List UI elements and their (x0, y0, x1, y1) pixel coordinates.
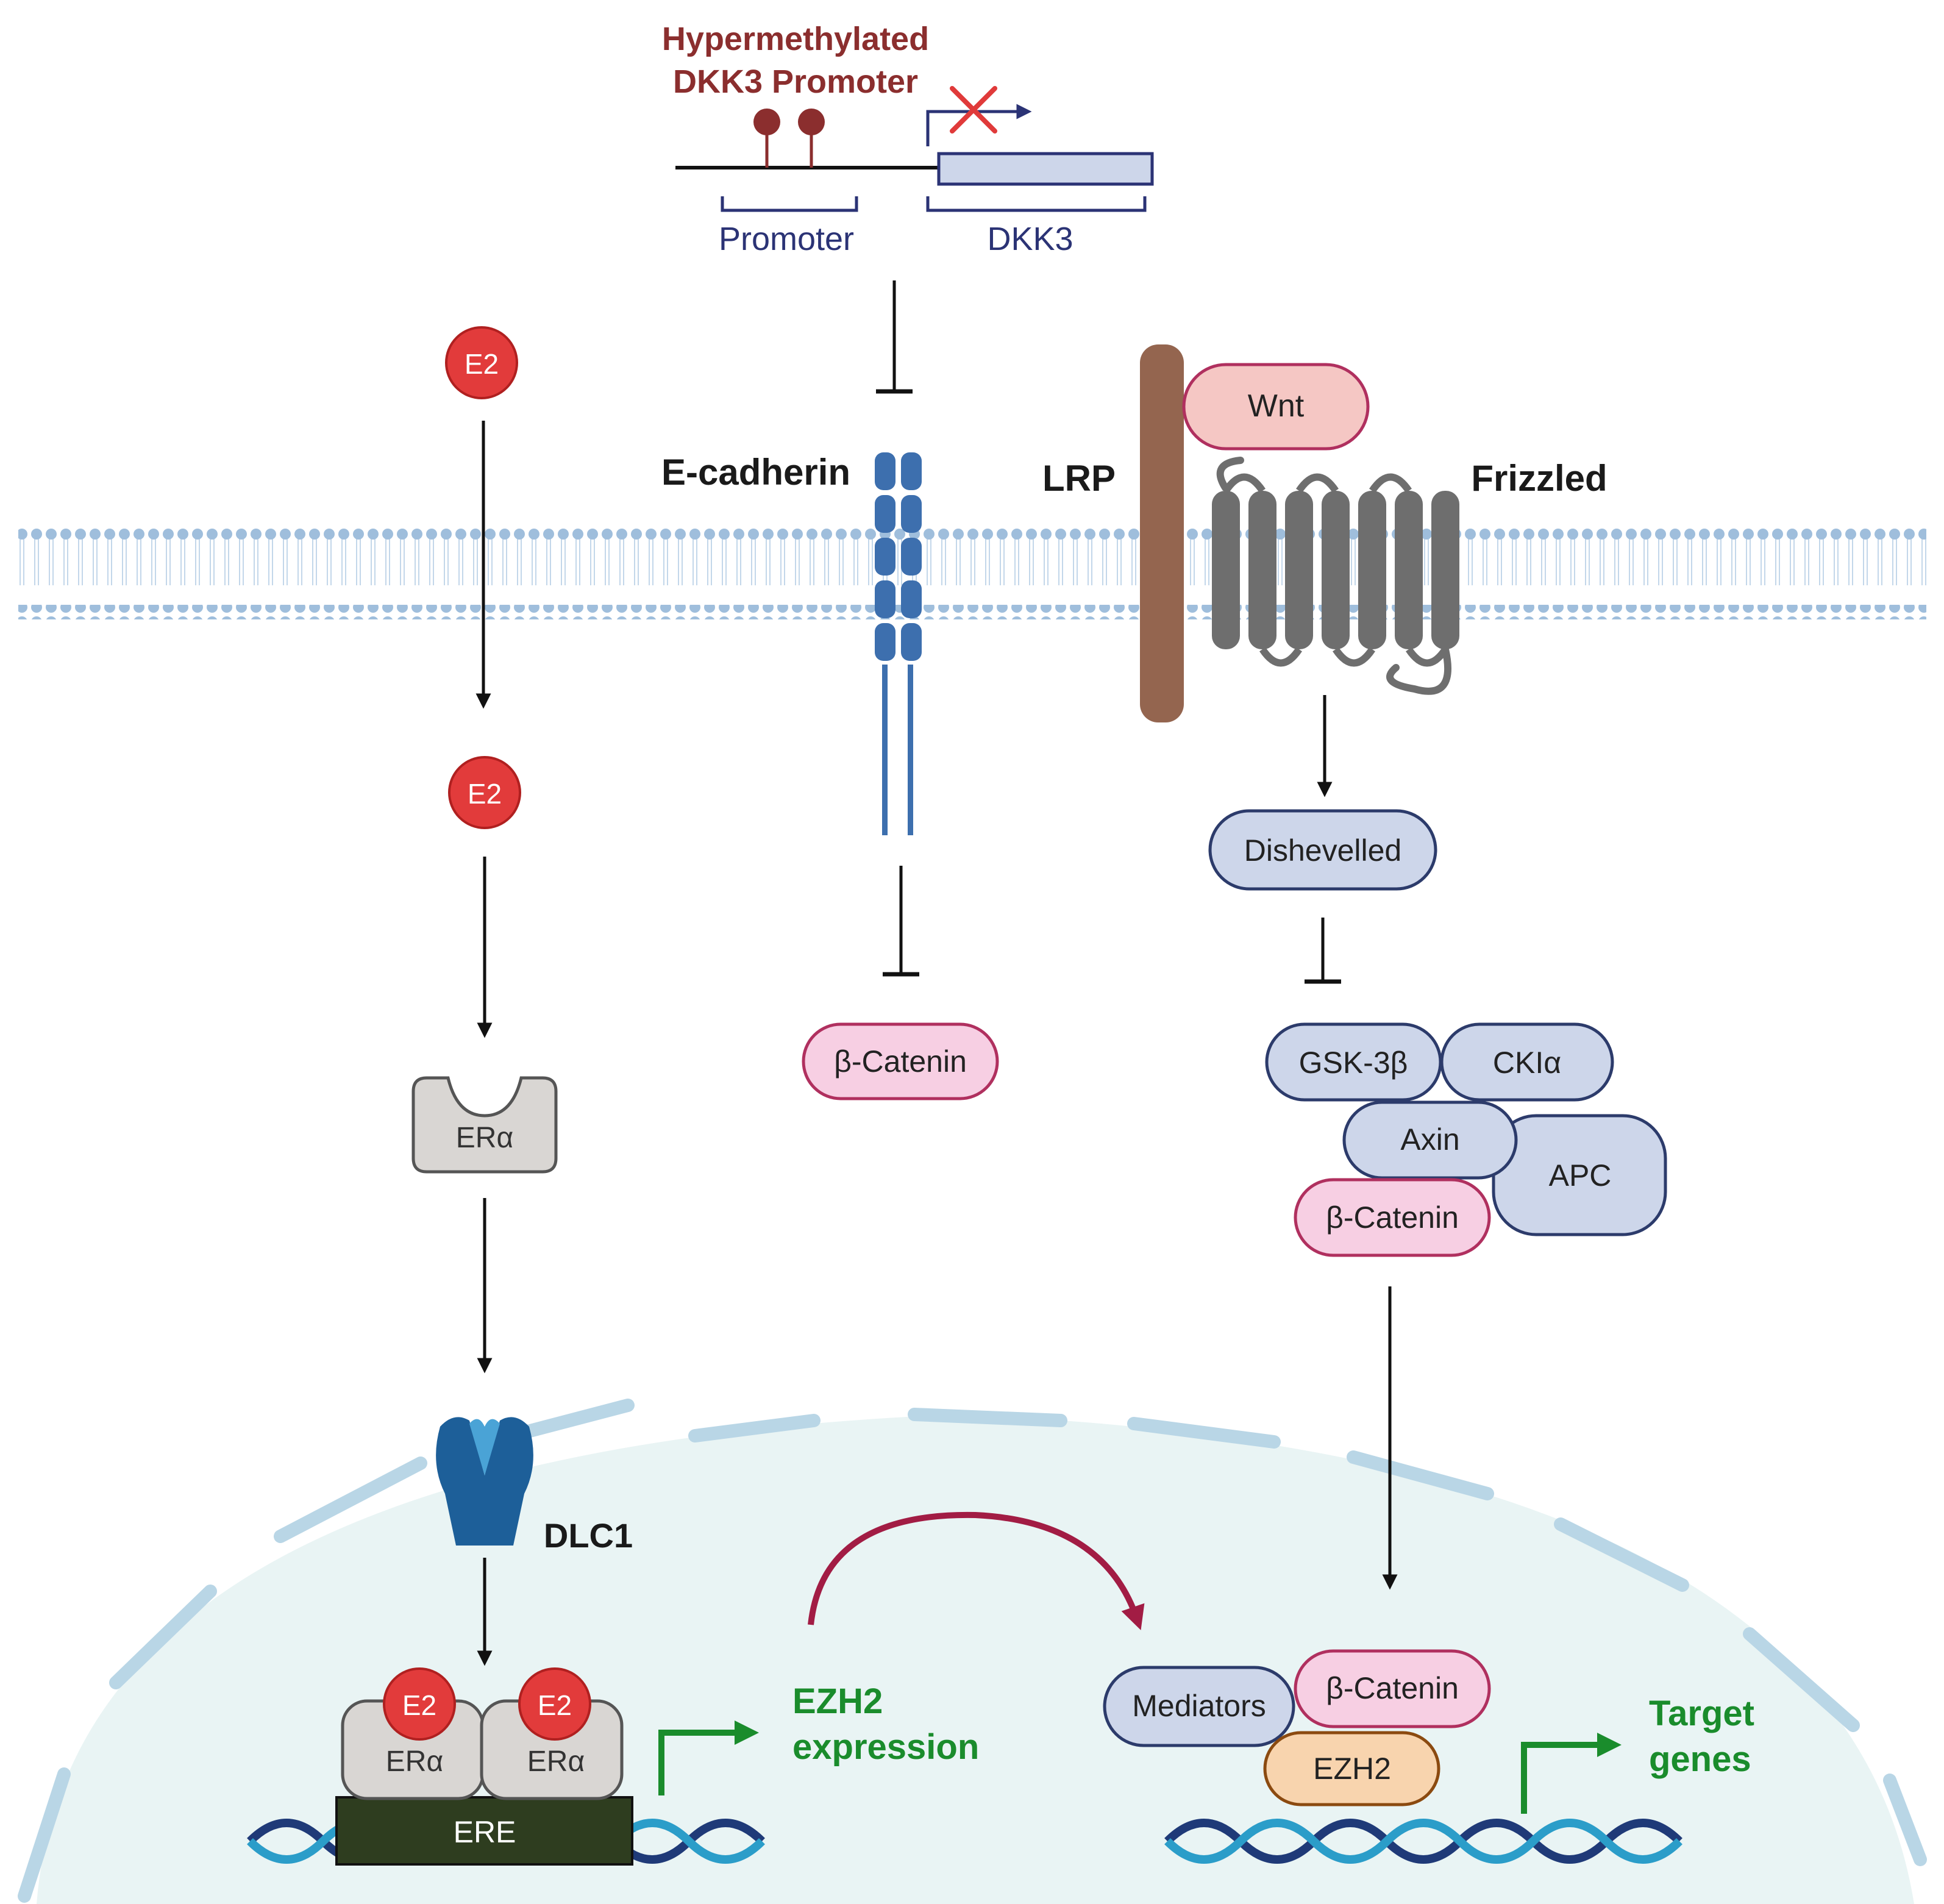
blocked-transcription-x-icon (950, 86, 997, 134)
dlc1-channel (436, 1417, 533, 1546)
gsk-label: GSK-3β (1299, 1046, 1408, 1080)
ezh2-expression-line1: EZH2 (792, 1681, 883, 1721)
e2-label: E2 (468, 778, 502, 810)
beta-catenin-node: β-Catenin (1294, 1649, 1491, 1728)
ere-element: ERE (335, 1796, 633, 1866)
gene-bracket (926, 196, 1147, 212)
dna-helix (1164, 1819, 1682, 1864)
cell-membrane (18, 528, 1926, 619)
wnt-label: Wnt (1248, 388, 1305, 424)
transcription-start-arrow (926, 104, 1032, 146)
destruction-complex: APC CKIα GSK-3β Axin β-Catenin (1265, 1022, 1667, 1257)
nuclear-envelope (18, 1399, 1927, 1903)
beta-catenin-node: β-Catenin (1294, 1178, 1491, 1257)
dkk3-gene-box (937, 152, 1154, 186)
dishevelled-node: Dishevelled (1208, 809, 1437, 891)
inhibition-connector (876, 280, 913, 394)
promoter-bracket (721, 196, 858, 212)
er-alpha-label: ERα (386, 1745, 443, 1778)
lrp-label: LRP (1042, 458, 1116, 499)
e2-label: E2 (465, 348, 499, 380)
ezh2-label: EZH2 (1313, 1752, 1391, 1786)
dishevelled-label: Dishevelled (1244, 833, 1401, 868)
er-alpha-label: ERα (527, 1745, 585, 1778)
axin-node: Axin (1342, 1100, 1518, 1180)
ecadherin-receptor (875, 452, 922, 835)
e2-ligand: E2 (383, 1667, 456, 1741)
ere-label: ERE (454, 1815, 516, 1849)
mediators-node: Mediators (1103, 1666, 1295, 1747)
axin-label: Axin (1400, 1122, 1459, 1157)
wnt-ligand: Wnt (1182, 363, 1370, 451)
curved-arrow (808, 1511, 1145, 1630)
inhibition-connector (883, 866, 919, 977)
gsk-node: GSK-3β (1265, 1022, 1442, 1102)
gene-label: DKK3 (987, 221, 1073, 257)
promoter-label: Promoter (719, 221, 854, 257)
ezh2-expression-line2: expression (792, 1727, 979, 1767)
dlc1-label: DLC1 (544, 1516, 633, 1555)
apc-label: APC (1549, 1158, 1612, 1193)
lrp-receptor (1140, 344, 1184, 722)
promoter-title-line1: Hypermethylated (662, 21, 929, 57)
ck-label: CKIα (1493, 1046, 1561, 1080)
beta-catenin-label: β-Catenin (834, 1044, 967, 1079)
er-alpha-receptor: ERα (411, 1076, 558, 1174)
beta-catenin-label: β-Catenin (1326, 1671, 1459, 1705)
methylation-mark (753, 109, 780, 168)
beta-catenin-node: β-Catenin (802, 1022, 999, 1100)
methylation-mark (798, 109, 825, 168)
e2-ligand: E2 (445, 326, 518, 399)
e2-ligand: E2 (448, 756, 521, 829)
frizzled-receptor (1212, 457, 1459, 695)
target-genes-line2: genes (1649, 1739, 1751, 1779)
er-alpha-label: ERα (456, 1122, 513, 1154)
dkk3-promoter-block: Hypermethylated DKK3 Promoter Promoter D… (662, 21, 1154, 257)
transcription-arrow (658, 1720, 759, 1795)
apc-node: APC (1492, 1114, 1667, 1236)
e2-label: E2 (402, 1689, 436, 1721)
e2-ligand: E2 (518, 1667, 591, 1741)
target-genes-line1: Target (1649, 1694, 1754, 1733)
promoter-title-line2: DKK3 Promoter (673, 63, 918, 100)
mediators-label: Mediators (1132, 1689, 1266, 1723)
ck-node: CKIα (1440, 1022, 1614, 1102)
beta-catenin-label: β-Catenin (1326, 1200, 1459, 1235)
ezh2-node: EZH2 (1263, 1731, 1440, 1806)
ecadherin-label: E-cadherin (661, 452, 850, 493)
e2-label: E2 (538, 1689, 572, 1721)
inhibition-connector (1305, 918, 1341, 984)
transcription-arrow (1521, 1733, 1622, 1814)
frizzled-label: Frizzled (1471, 458, 1607, 499)
